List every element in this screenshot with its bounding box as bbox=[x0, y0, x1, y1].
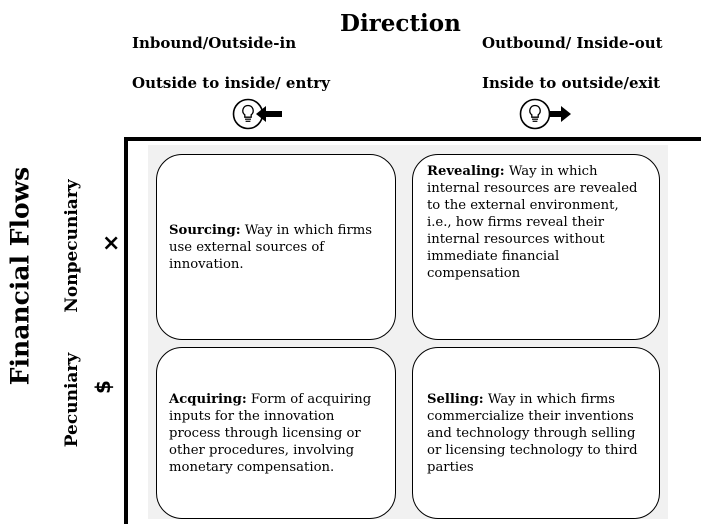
sourcing-box: Sourcing: Way in which firms use externa… bbox=[156, 154, 396, 340]
acquiring-term: Acquiring: bbox=[169, 391, 247, 407]
revealing-text: Way in which internal resources are reve… bbox=[427, 164, 638, 281]
sourcing-term: Sourcing: bbox=[169, 222, 241, 238]
horizontal-axis-line bbox=[124, 137, 701, 141]
revealing-box: Revealing: Way in which internal resourc… bbox=[412, 154, 660, 340]
selling-term: Selling: bbox=[427, 391, 484, 407]
revealing-term: Revealing: bbox=[427, 164, 505, 179]
acquiring-box: Acquiring: Form of acquiring inputs for … bbox=[156, 347, 396, 519]
selling-box: Selling: Way in which firms commercializ… bbox=[412, 347, 660, 519]
lightbulb-outbound-icon bbox=[519, 98, 571, 130]
acquiring-text: Form of acquiring inputs for the innovat… bbox=[169, 391, 372, 475]
cross-icon: × bbox=[102, 231, 121, 256]
outbound-label: Outbound/ Inside-out bbox=[482, 34, 663, 52]
selling-text: Way in which firms commercialize their i… bbox=[427, 391, 638, 475]
outbound-sublabel: Inside to outside/exit bbox=[482, 74, 661, 92]
inbound-label: Inbound/Outside-in bbox=[132, 34, 297, 52]
lightbulb-inbound-icon bbox=[232, 98, 282, 130]
vertical-axis-line bbox=[124, 137, 128, 524]
inbound-sublabel: Outside to inside/ entry bbox=[132, 74, 330, 92]
direction-title: Direction bbox=[340, 10, 461, 37]
sourcing-text: Way in which firms use external sources … bbox=[169, 222, 373, 272]
